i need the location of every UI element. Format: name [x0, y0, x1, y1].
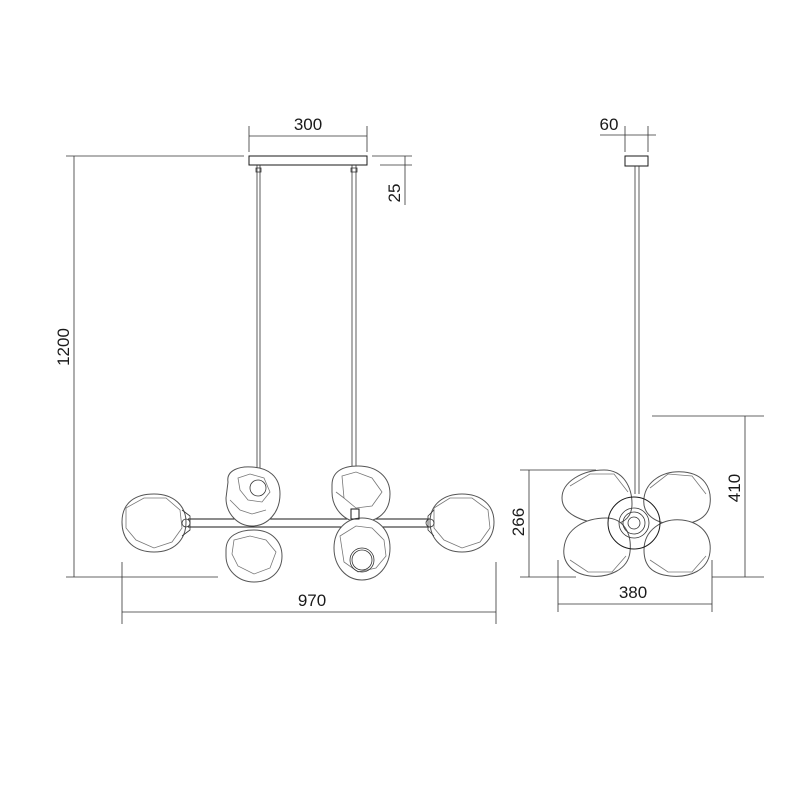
- label-canopy-height: 25: [385, 184, 404, 203]
- side-globe-bottom-right: [643, 519, 711, 577]
- globe-side-right: [425, 493, 495, 553]
- globe-back-right-upper: [331, 465, 391, 523]
- dim-side-height-outer: 410: [652, 415, 764, 578]
- front-suspension-right: [350, 165, 358, 500]
- label-side-canopy-width: 60: [600, 115, 619, 134]
- dim-side-canopy-width: 60: [600, 115, 656, 152]
- side-view: [561, 155, 711, 577]
- label-side-height-inner: 266: [509, 508, 528, 536]
- label-side-height-outer: 410: [725, 474, 744, 502]
- front-canopy: [248, 155, 368, 166]
- side-canopy: [624, 155, 649, 167]
- globe-back-left-upper: [225, 466, 281, 527]
- globe-side-left: [121, 493, 191, 553]
- dim-side-height-inner: 266: [509, 469, 596, 578]
- side-hub: [607, 496, 661, 550]
- globe-lower-right: [333, 517, 391, 581]
- globe-lower-left: [225, 529, 283, 583]
- dim-canopy-height: 25: [372, 155, 412, 205]
- dim-total-width: 970: [121, 562, 497, 624]
- label-total-width: 970: [298, 591, 326, 610]
- side-globe-bottom-left: [563, 517, 631, 577]
- side-globe-top-right: [643, 471, 711, 525]
- front-view: [121, 155, 495, 583]
- dim-total-height: 1200: [54, 155, 244, 578]
- front-hub: [350, 508, 360, 520]
- label-canopy-width: 300: [294, 115, 322, 134]
- front-suspension-left: [255, 165, 262, 473]
- dim-canopy-width: 300: [248, 115, 368, 152]
- side-globe-top-left: [561, 469, 633, 525]
- front-horizontal-arm: [188, 518, 430, 528]
- dim-side-depth: 380: [557, 560, 713, 612]
- label-side-depth: 380: [619, 583, 647, 602]
- label-total-height: 1200: [54, 328, 73, 366]
